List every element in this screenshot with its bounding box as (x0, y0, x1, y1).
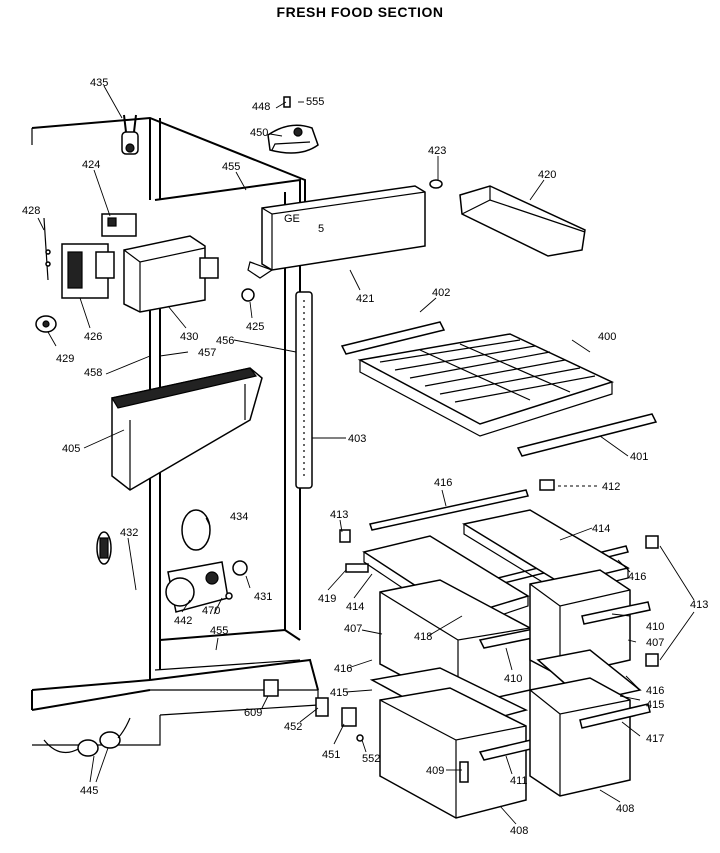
label-609: 609 (244, 707, 262, 719)
label-445: 445 (80, 785, 98, 797)
label-448: 448 (252, 101, 270, 113)
bulb-part (429, 179, 443, 189)
label-405: 405 (62, 443, 80, 455)
label-416-mid-left: 416 (334, 663, 352, 675)
label-428: 428 (22, 205, 40, 217)
label-412: 412 (602, 481, 620, 493)
label-450: 450 (250, 127, 268, 139)
part-labels: 435 448 555 450 424 455 423 420 428 426 … (22, 77, 708, 837)
label-417: 417 (646, 733, 664, 745)
label-420: 420 (538, 169, 556, 181)
label-442: 442 (174, 615, 192, 627)
label-401: 401 (630, 451, 648, 463)
label-425: 425 (246, 321, 264, 333)
label-418: 418 (414, 631, 432, 643)
label-415-left: 415 (330, 687, 348, 699)
label-456: 456 (216, 335, 234, 347)
label-410-right: 410 (646, 621, 664, 633)
label-451: 451 (322, 749, 340, 761)
label-421: 421 (356, 293, 374, 305)
label-416-mid-right: 416 (646, 685, 664, 697)
label-431: 431 (254, 591, 272, 603)
label-435: 435 (90, 77, 108, 89)
shelf-rail (295, 291, 313, 489)
label-410-left: 410 (504, 673, 522, 685)
label-458: 458 (84, 367, 102, 379)
label-419: 419 (318, 593, 336, 605)
label-402: 402 (432, 287, 450, 299)
label-426: 426 (84, 331, 102, 343)
label-457: 457 (198, 347, 216, 359)
glass-shelf (340, 321, 658, 457)
label-408-right: 408 (616, 803, 634, 815)
label-407-left: 407 (344, 623, 362, 635)
svg-text:5: 5 (318, 223, 324, 235)
light-housing (267, 96, 319, 154)
label-416-right: 416 (628, 571, 646, 583)
light-socket (121, 114, 139, 155)
upper-drawers (379, 569, 651, 707)
label-409: 409 (426, 765, 444, 777)
label-411: 411 (510, 775, 528, 787)
label-423: 423 (428, 145, 446, 157)
label-413-right: 413 (690, 599, 708, 611)
label-434: 434 (230, 511, 248, 523)
label-555: 555 (306, 96, 324, 108)
label-414-right: 414 (592, 523, 610, 535)
leader-lines (37, 85, 695, 825)
label-430: 430 (180, 331, 198, 343)
label-429: 429 (56, 353, 74, 365)
control-assembly (35, 213, 255, 333)
small-hardware (43, 679, 364, 757)
label-470: 470 (202, 605, 220, 617)
diagram-title: FRESH FOOD SECTION (276, 4, 444, 20)
lower-drawers (379, 677, 651, 819)
crisper-cover (111, 367, 263, 491)
clips (339, 479, 659, 667)
label-416-top: 416 (434, 477, 452, 489)
label-415-right: 415 (646, 699, 664, 711)
label-413-left: 413 (330, 509, 348, 521)
svg-text:GE: GE (284, 213, 300, 225)
label-452: 452 (284, 721, 302, 733)
label-455-bottom: 455 (210, 625, 228, 637)
label-432: 432 (120, 527, 138, 539)
label-552: 552 (362, 753, 380, 765)
label-455: 455 (222, 161, 240, 173)
label-407-right: 407 (646, 637, 664, 649)
label-400: 400 (598, 331, 616, 343)
dairy-tray (459, 185, 586, 257)
label-403: 403 (348, 433, 366, 445)
label-424: 424 (82, 159, 100, 171)
fan-and-controls (96, 509, 248, 613)
control-panel: GE 5 (247, 185, 426, 279)
label-414-left: 414 (346, 601, 364, 613)
label-408-left: 408 (510, 825, 528, 837)
